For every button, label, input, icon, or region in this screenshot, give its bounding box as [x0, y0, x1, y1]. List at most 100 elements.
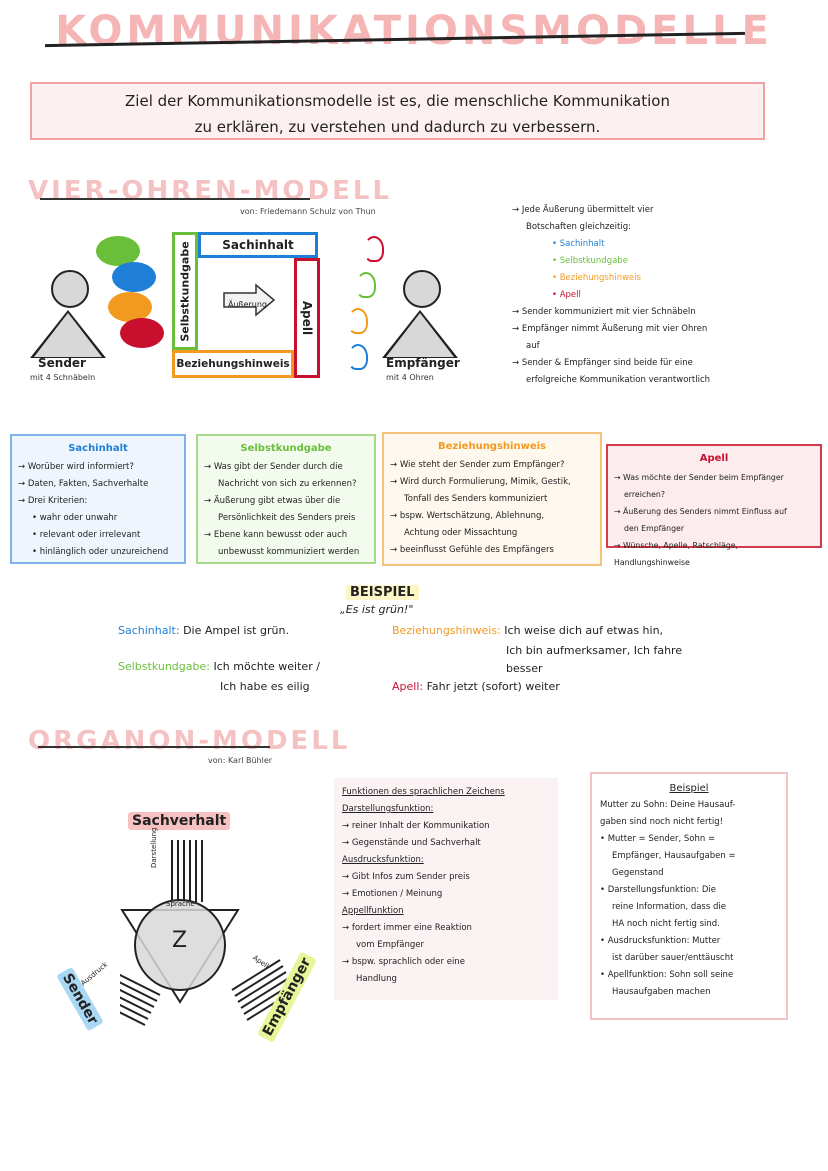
organon-example-line: ist darüber sauer/enttäuscht: [612, 953, 734, 963]
note-list-selbstkundgabe: • Selbstkundgabe: [552, 256, 628, 266]
card-beziehungshinweis: Beziehungshinweis → Wie steht der Sender…: [382, 432, 602, 566]
note-list-beziehung: • Beziehungshinweis: [552, 273, 641, 283]
sender-sub: mit 4 Schnäbeln: [30, 373, 96, 382]
functions-p1: → fordert immer eine Reaktion: [342, 923, 472, 933]
card-bez-line: Tonfall des Senders kommuniziert: [404, 494, 548, 504]
functions-d1: → reiner Inhalt der Kommunikation: [342, 821, 490, 831]
functions-d2: → Gegenstände und Sachverhalt: [342, 838, 481, 848]
organon-example-line: • Apellfunktion: Sohn soll seine: [600, 970, 734, 980]
example-selbst-text1: Ich möchte weiter /: [213, 660, 320, 673]
orange-ear-icon: [348, 308, 368, 334]
organon-example-line: HA noch nicht fertig sind.: [612, 919, 720, 929]
card-selbst-line: Nachricht von sich zu erkennen?: [218, 479, 357, 489]
card-selbst-line: unbewusst kommuniziert werden: [218, 547, 360, 557]
box-apell-label: Apell: [300, 300, 314, 336]
note-2: → Sender kommuniziert mit vier Schnäbeln: [512, 307, 696, 317]
aeusserung-label: Äußerung: [228, 300, 268, 309]
card-bez-line: Achtung oder Missachtung: [404, 528, 518, 538]
card-sach-line: • relevant oder irrelevant: [32, 530, 141, 540]
card-selbst-line: → Äußerung gibt etwas über die: [204, 496, 341, 506]
example-heading: BEISPIEL: [346, 585, 419, 600]
example-bez-text2: Ich bin aufmerksamer, Ich fahre: [506, 644, 683, 657]
receiver-head: [403, 270, 441, 308]
functions-a1: → Gibt Infos zum Sender preis: [342, 872, 470, 882]
organon-example-box: Beispiel Mutter zu Sohn: Deine Hausauf- …: [590, 772, 788, 1020]
functions-p2: vom Empfänger: [356, 940, 424, 950]
box-selbstkundgabe: Selbstkundgabe: [172, 232, 198, 350]
note-1a: → Jede Äußerung übermittelt vier: [512, 205, 654, 215]
organon-author: von: Karl Bühler: [208, 756, 273, 765]
organon-example-line: Mutter zu Sohn: Deine Hausauf-: [600, 800, 736, 810]
green-ear-icon: [356, 272, 376, 298]
example-bez: Beziehungshinweis: Ich weise dich auf et…: [392, 624, 663, 637]
organon-example-line: • Ausdrucksfunktion: Mutter: [600, 936, 721, 946]
card-apell-line: → Was möchte der Sender beim Empfänger: [614, 473, 784, 482]
functions-a-title: Ausdrucksfunktion:: [342, 855, 424, 865]
note-4a: → Sender & Empfänger sind beide für eine: [512, 358, 693, 368]
example-quote: „Es ist grün!": [340, 603, 414, 616]
card-selbst-line: Persönlichkeit des Senders preis: [218, 513, 356, 523]
example-selbst-label: Selbstkundgabe:: [118, 660, 210, 673]
organon-sprache-label: Sprache: [166, 900, 195, 908]
organon-example-line: Gegenstand: [612, 868, 664, 878]
card-sach-line: → Worüber wird informiert?: [18, 462, 134, 472]
note-1b: Botschaften gleichzeitig:: [526, 222, 631, 232]
organon-example-line: • Mutter = Sender, Sohn =: [600, 834, 716, 844]
organon-z-label: Z: [172, 928, 188, 953]
example-apell-text: Fahr jetzt (sofort) weiter: [426, 680, 560, 693]
functions-a2: → Emotionen / Meinung: [342, 889, 443, 899]
example-sach-label: Sachinhalt:: [118, 624, 180, 637]
organon-example-line: Empfänger, Hausaufgaben =: [612, 851, 736, 861]
card-selbst-title: Selbstkundgabe: [240, 443, 332, 454]
card-apell-line: erreichen?: [624, 490, 665, 499]
note-list-apell: • Apell: [552, 290, 581, 300]
red-ear-icon: [364, 236, 384, 262]
example-apell: Apell: Fahr jetzt (sofort) weiter: [392, 680, 560, 693]
card-sach-line: • wahr oder unwahr: [32, 513, 118, 523]
organon-example-line: reine Information, dass die: [612, 902, 726, 912]
sender-head: [51, 270, 89, 308]
organon-strike: [38, 746, 270, 748]
goal-line-1: Ziel der Kommunikationsmodelle ist es, d…: [125, 92, 670, 110]
organon-example-line: • Darstellungsfunktion: Die: [600, 885, 716, 895]
note-4b: erfolgreiche Kommunikation verantwortlic…: [526, 375, 711, 385]
red-speech-bubble-icon: [120, 318, 164, 348]
page-title: KOMMUNIKATIONSMODELLE: [55, 8, 773, 54]
functions-p3: → bspw. sprachlich oder eine: [342, 957, 465, 967]
example-selbst: Selbstkundgabe: Ich möchte weiter /: [118, 660, 320, 673]
card-apell-line: → Äußerung des Senders nimmt Einfluss au…: [614, 507, 787, 516]
card-apell-line: den Empfänger: [624, 524, 685, 533]
functions-heading: Funktionen des sprachlichen Zeichens: [342, 787, 505, 797]
organon-ausdruck-label: Ausdruck: [79, 960, 110, 988]
four-ears-author: von: Friedemann Schulz von Thun: [240, 207, 376, 216]
functions-d-title: Darstellungsfunktion:: [342, 804, 434, 814]
card-bez-title: Beziehungshinweis: [438, 441, 546, 452]
box-apell: Apell: [294, 258, 320, 378]
card-sach-line: → Daten, Fakten, Sachverhalte: [18, 479, 149, 489]
goal-line-2: zu erklären, zu verstehen und dadurch zu…: [194, 118, 601, 136]
organon-example-line: Hausaufgaben machen: [612, 987, 711, 997]
receiver-figure: [382, 270, 462, 358]
sender-body: [30, 310, 110, 358]
aeusserung-arrow-icon: [222, 283, 276, 321]
box-sachinhalt: Sachinhalt: [198, 232, 318, 258]
organon-example-line: gaben sind noch nicht fertig!: [600, 817, 724, 827]
blue-ear-icon: [348, 344, 368, 370]
card-apell: Apell → Was möchte der Sender beim Empfä…: [606, 444, 822, 567]
receiver-name: Empfänger: [386, 356, 460, 370]
card-bez-line: → Wird durch Formulierung, Mimik, Gestik…: [390, 477, 571, 487]
receiver-sub: mit 4 Ohren: [386, 373, 434, 382]
organon-functions-box: Funktionen des sprachlichen Zeichens Dar…: [334, 778, 558, 1000]
organon-sachverhalt-label: Sachverhalt: [128, 812, 231, 830]
card-selbstkundgabe: Selbstkundgabe → Was gibt der Sender dur…: [196, 434, 376, 564]
note-3a: → Empfänger nimmt Äußerung mit vier Ohre…: [512, 324, 708, 334]
note-3b: auf: [526, 341, 540, 351]
card-sach-line: → Drei Kriterien:: [18, 496, 88, 506]
organon-diagram: [94, 830, 350, 1034]
sender-figure: [30, 270, 110, 358]
four-ears-strike: [40, 198, 310, 200]
card-apell-line: → Wünsche, Apelle, Ratschläge, Handlungs…: [614, 541, 739, 567]
card-bez-line: → bspw. Wertschätzung, Ablehnung,: [390, 511, 545, 521]
box-selbstkundgabe-label: Selbstkundgabe: [178, 240, 192, 342]
green-speech-bubble-icon: [96, 236, 140, 266]
